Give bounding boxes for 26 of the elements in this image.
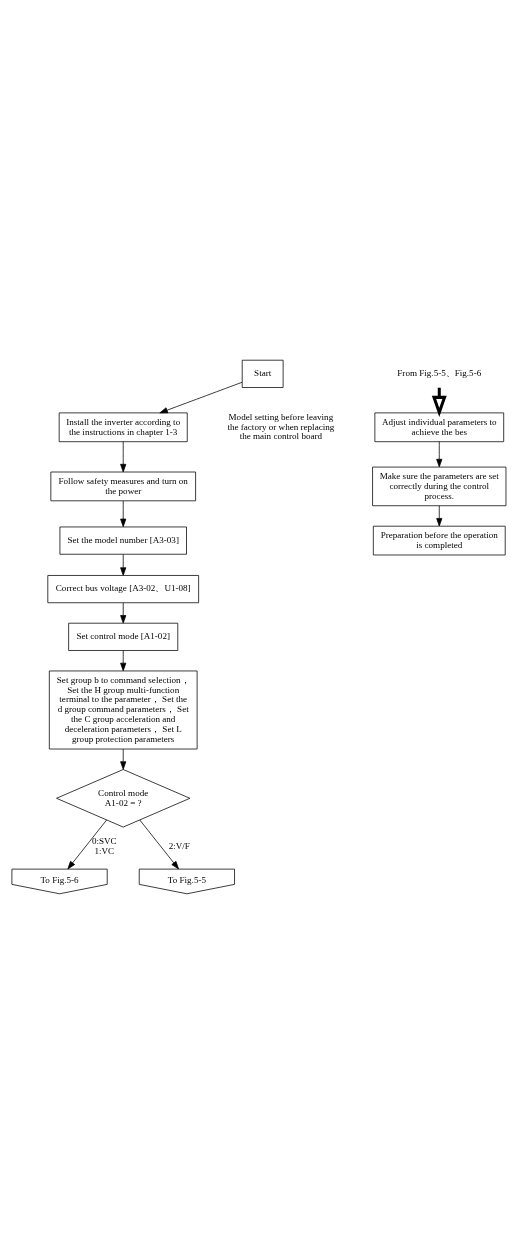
node-box: Set the model number [A3-03] bbox=[59, 526, 187, 555]
arrow bbox=[138, 819, 179, 870]
edge-label: 0:SVC 1:VC bbox=[91, 836, 117, 857]
node-diamond: Control mode A1-02 = ? bbox=[55, 769, 190, 828]
arrow bbox=[119, 441, 126, 473]
arrow bbox=[435, 505, 442, 527]
node-box: Preparation before the operation is completed bbox=[372, 525, 506, 556]
arrow bbox=[159, 381, 242, 414]
arrow bbox=[119, 748, 126, 770]
node-box: Make sure the parameters are set correctly during the control process. bbox=[371, 466, 506, 507]
node-box: Install the inverter according to the instructions in chapter 1-3 bbox=[58, 412, 188, 443]
node-box: Start bbox=[241, 359, 283, 388]
arrow bbox=[435, 441, 442, 468]
edge-label: 2:V/F bbox=[168, 841, 190, 852]
node-text: From Fig.5-5、Fig.5-6 bbox=[396, 368, 481, 379]
node-box: Follow safety measures and turn on the power bbox=[49, 471, 196, 502]
node-box: Set control mode [A1-02] bbox=[67, 622, 178, 651]
node-box: Set group b to command selection， Set the H group multi-function terminal to the parameter， Set the d group command parameters， Set the C group acceleration and deceleration parameters， Set L group protection parameters bbox=[48, 670, 197, 750]
label: Model setting before leaving the factory or when replacing the main control board bbox=[226, 411, 334, 442]
arrow bbox=[119, 650, 126, 672]
arrow bbox=[119, 602, 126, 624]
arrow bbox=[119, 554, 126, 576]
node-box: Correct bus voltage [A3-02、U1-08] bbox=[46, 575, 199, 604]
node-box: Adjust individual parameters to achieve the bes bbox=[373, 412, 504, 443]
arrow bbox=[119, 500, 126, 527]
arrow bbox=[67, 819, 107, 870]
